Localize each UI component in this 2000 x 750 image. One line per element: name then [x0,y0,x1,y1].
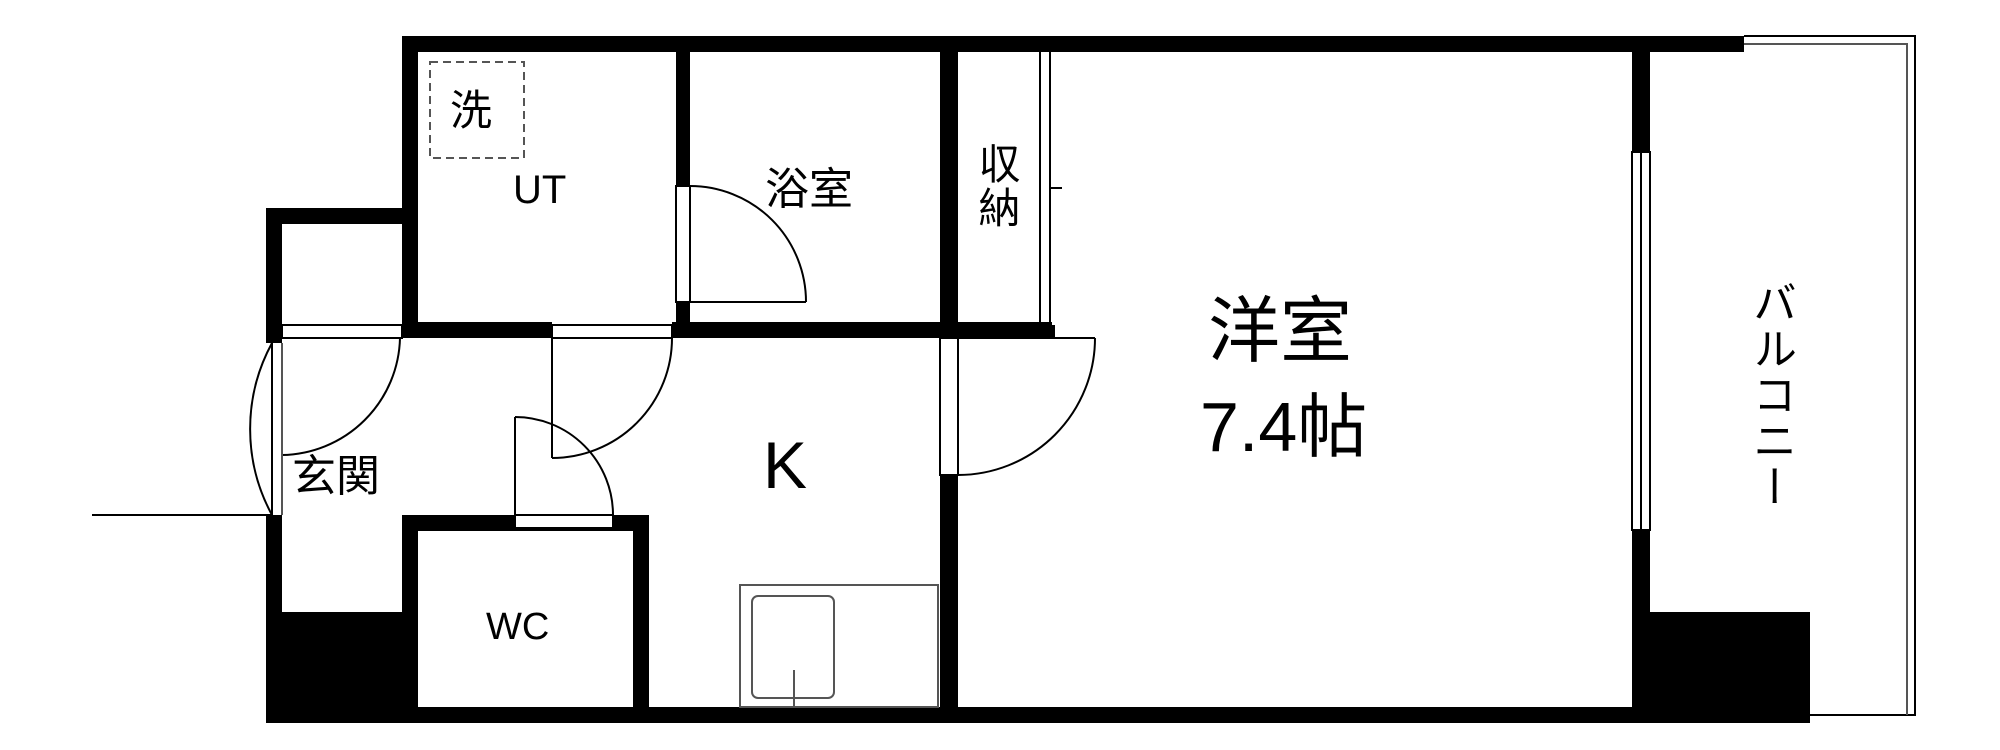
label-bath: 浴室 [765,164,853,215]
label-western-room-size: 7.4帖 [1200,388,1368,466]
ut-door-arc [551,337,673,459]
balcony-outline [1744,35,1916,716]
label-storage: 収納 [972,142,1021,230]
room-door-arc [957,337,1096,476]
walls [266,36,1810,723]
ut-door-opening [551,324,673,339]
label-ut: UT [513,168,567,212]
label-washer: 洗 [450,86,493,135]
room-door-opening [939,337,959,476]
bath-door-arc [689,185,807,303]
label-entrance: 玄関 [292,451,380,502]
label-balcony: バルコニー [1745,280,1796,510]
wall-wc-right [633,515,649,723]
wall-top [402,36,1744,52]
wall-bath-storage [940,36,958,338]
wc-door-opening [514,514,614,529]
wall-room-right-lower [1632,530,1650,723]
bath-door-opening [675,185,691,303]
wall-room-right-upper [1632,36,1650,152]
sink-counter [739,584,939,708]
washer-box [429,61,525,159]
wall-entrance-left-upper [266,208,282,343]
wc-door-arc [514,416,614,516]
wall-storage-bottom [940,325,1055,338]
wall-ut-bath [676,36,690,186]
pillar-bottom-left [266,612,402,723]
wall-ut-left [402,36,418,336]
label-western-room: 洋室 [1208,289,1353,373]
wall-wc-left [402,515,418,723]
wall-entrance-top [266,208,418,224]
balcony-inner-outline [1744,43,1908,715]
doors [92,35,1916,716]
label-kitchen: K [763,428,808,502]
wall-bottom [266,707,1810,723]
pillar-bottom-right [1650,612,1810,723]
label-wc: WC [486,606,550,648]
entrance-hall-door-arc [281,337,401,456]
wall-ut-bottom-a [402,322,552,338]
wall-kitchen-room [940,475,958,723]
kitchen-sink [739,584,939,708]
entrance-door [92,342,274,516]
entrance-hall-opening [281,324,403,339]
